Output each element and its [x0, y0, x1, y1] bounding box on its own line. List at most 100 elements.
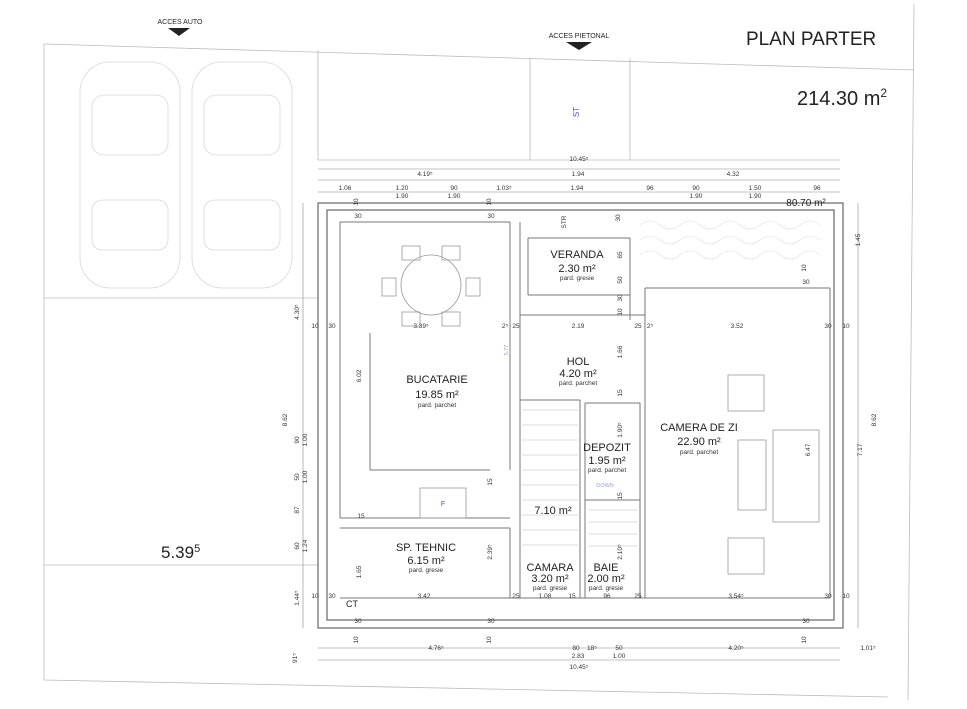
dim-top-row3: 10 30 10 30 30 10	[353, 198, 808, 272]
room-finish: pard. gresie	[533, 585, 568, 592]
dim-label: 1.01⁵	[860, 645, 876, 652]
dim-label: 50	[615, 645, 623, 652]
dim-label: 1.20	[396, 185, 409, 192]
room-area: 4.20 m²	[559, 368, 597, 380]
dim-bottom-left: 91⁵	[292, 653, 299, 663]
dim-label: 96	[646, 185, 654, 192]
dim-label: 30	[824, 323, 832, 330]
total-area-sup: 2	[880, 86, 887, 100]
dim-label: 10	[801, 264, 808, 272]
room-name: SP. TEHNIC	[396, 542, 456, 554]
dim-label: 2.39⁵	[487, 544, 494, 560]
dim-mid-row: 10 30 3.39⁵ 2⁵ 25 2.19 25 2⁵ 3.52 30 10	[311, 323, 850, 330]
dim-label: 1.24	[302, 539, 309, 552]
dim-label: 4.20⁵	[728, 645, 744, 652]
dim-label: 3.42	[418, 593, 431, 600]
room-finish: pard. parchet	[588, 467, 626, 474]
room-name: BAIE	[593, 562, 618, 574]
side-dimension-main: 5.39	[161, 543, 194, 562]
room-veranda: VERANDA 2.30 m² pard. gresie	[550, 249, 604, 282]
dim-top-row2: 1.06 1.20 90 1.03⁵ 1.94 96 90 1.50 96 1.…	[339, 185, 821, 200]
dim-label: 10	[353, 636, 360, 644]
dim-label: 50	[294, 473, 301, 481]
dim-bottom-row2: 10 10 10	[353, 636, 808, 644]
dim-label: 60	[294, 542, 301, 550]
room-depozit: DEPOZIT 1.95 m² pard. parchet	[583, 442, 631, 474]
living-furniture	[727, 374, 820, 575]
dim-label: 30	[824, 593, 832, 600]
dim-label: 2.10⁵	[617, 544, 624, 560]
dim-label: 4.76⁵	[428, 645, 444, 652]
dim-label: 90	[294, 436, 301, 444]
f-label: F	[441, 501, 445, 508]
total-area: 214.30 m2	[797, 86, 887, 110]
dim-top-total: 10.45⁵	[570, 156, 589, 163]
dim-label: 10	[486, 198, 493, 206]
room-bucatarie: BUCATARIE 19.85 m² pard. parchet	[406, 374, 467, 409]
room-area: 19.85 m²	[415, 389, 459, 401]
total-area-value: 214.30 m	[797, 88, 880, 110]
room-finish: pard. parchet	[680, 449, 718, 456]
dim-label: 30	[615, 214, 622, 222]
dim-label: 1.90⁵	[617, 422, 624, 438]
room-name: DEPOZIT	[583, 442, 631, 454]
dim-label: 1.94	[571, 185, 584, 192]
dim-label: 1.00	[302, 433, 309, 446]
st-label: ST	[572, 107, 581, 117]
room-area: 22.90 m²	[677, 436, 721, 448]
side-dimension: 5.395	[161, 543, 200, 562]
dim-label: 4.32	[727, 171, 740, 178]
room-area: 3.20 m²	[531, 573, 569, 585]
room-area: 6.15 m²	[407, 555, 445, 567]
dim-top-row1: 4.19⁵ 1.94 4.32	[417, 171, 739, 178]
dim-label: 10	[842, 323, 850, 330]
dim-label: 1.50	[749, 185, 762, 192]
dim-bottom-inner: 10 30 3.42 25 1.08 15 96 25 3.54⁵ 30 10	[311, 593, 850, 600]
dim-label: 10	[617, 308, 624, 316]
dim-label: 4.30⁵	[294, 304, 301, 320]
dim-label: 25	[634, 593, 642, 600]
dim-label: 96	[603, 593, 611, 600]
dim-label: 15	[487, 478, 494, 486]
dim-label: 1.65	[356, 565, 363, 578]
room-name: VERANDA	[550, 249, 604, 261]
str-label: STR	[561, 215, 568, 228]
dim-label: 10	[311, 593, 319, 600]
dim-label: 30	[487, 618, 495, 625]
room-finish: pard. gresie	[589, 585, 624, 592]
access-auto-label: ACCES AUTO	[158, 19, 204, 26]
dim-label: 1.44⁵	[294, 590, 301, 606]
dim-label: 90	[450, 185, 458, 192]
dim-left-outer: 8.62	[282, 413, 289, 426]
dim-label: 10	[486, 636, 493, 644]
boiler-cabinet	[419, 487, 467, 519]
room-name: HOL	[567, 356, 590, 368]
dim-right-outer: 8.62	[871, 413, 878, 426]
dim-label: 3.39⁵	[413, 323, 429, 330]
dim-label: 5.77	[504, 345, 510, 356]
dim-label: 15	[568, 593, 576, 600]
dim-label: 1.90	[448, 193, 461, 200]
yard-area: 80.70 m²	[786, 198, 826, 209]
dim-label: 1.94	[572, 171, 585, 178]
room-camara: CAMARA 3.20 m² pard. gresie	[526, 562, 574, 592]
dim-label: 30	[354, 213, 362, 220]
room-baie: BAIE 2.00 m² pard. gresie	[587, 562, 625, 592]
dim-label: 1.00	[613, 653, 626, 660]
dim-label: 1.90	[749, 193, 762, 200]
room-hol: HOL 4.20 m² pard. parchet	[559, 356, 597, 387]
dim-label: 25	[512, 593, 520, 600]
dim-label: 30	[328, 323, 336, 330]
dim-label: 2⁵	[647, 323, 654, 330]
dining-table	[381, 245, 481, 327]
dim-label: 15	[617, 389, 624, 397]
dim-label: 25	[512, 323, 520, 330]
dim-label: 90	[692, 185, 700, 192]
room-area: 7.10 m²	[534, 505, 572, 517]
dim-label: 1.06	[339, 185, 352, 192]
room-finish: pard. parchet	[418, 402, 456, 409]
room-name: CAMARA	[526, 562, 574, 574]
dim-label: 15	[617, 492, 624, 500]
dim-label: 80	[572, 645, 580, 652]
